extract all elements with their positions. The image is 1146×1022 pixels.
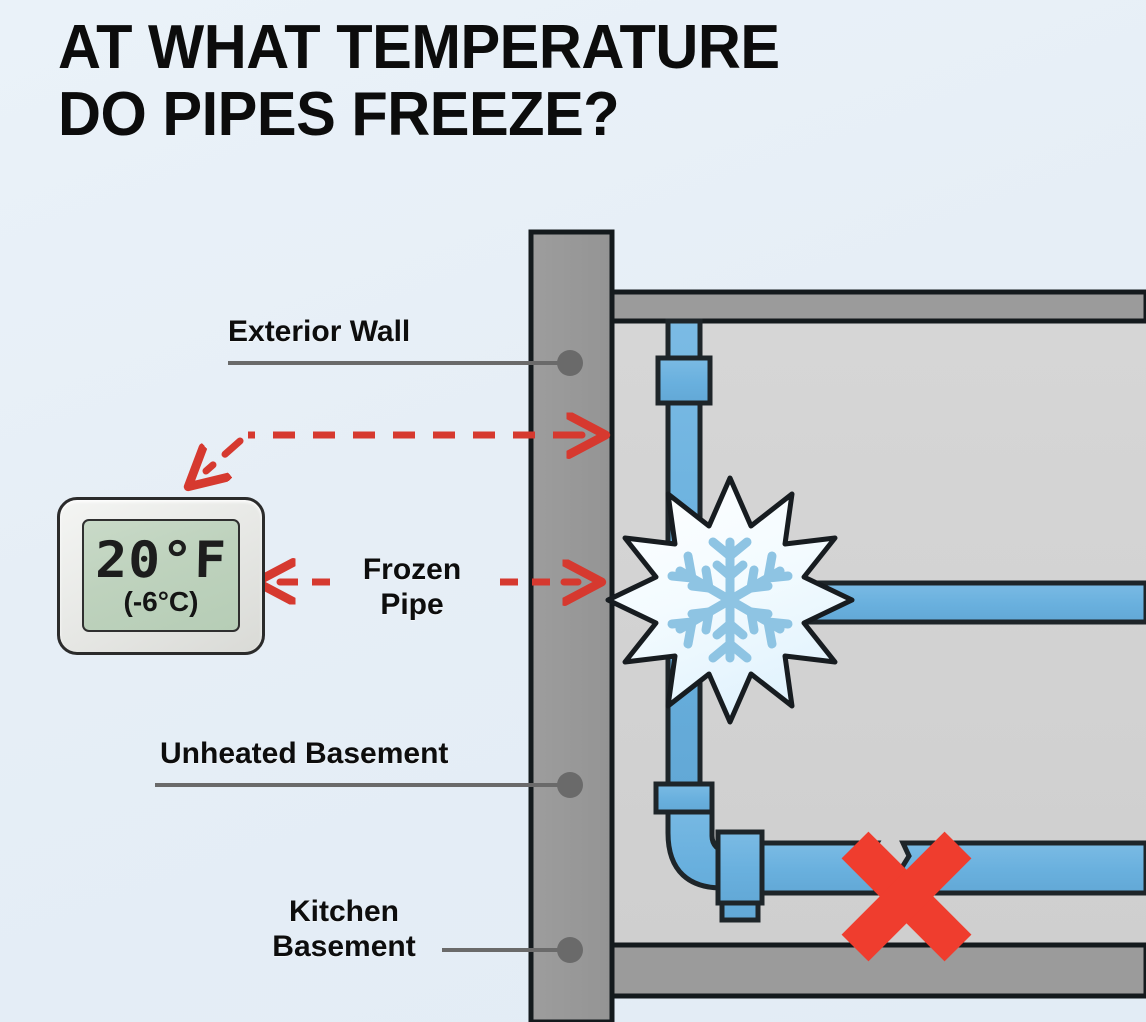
pipe-coupling-top — [655, 355, 713, 406]
kitchen-basement-line-1: Kitchen — [288, 895, 399, 928]
page-title: AT WHAT TEMPERATURE DO PIPES FREEZE? — [58, 14, 1018, 148]
pipe-coupling-bottom — [715, 829, 765, 906]
red-x-icon — [841, 831, 972, 962]
snowflake-icon — [667, 537, 793, 663]
callout-label-frozen-pipe: Frozen Pipe — [344, 553, 480, 623]
frozen-pipe-line-1: Frozen — [362, 553, 462, 586]
thermometer-celsius-reading: (-6°C) — [123, 585, 199, 617]
frozen-pipe-line-2: Pipe — [380, 587, 444, 621]
digital-thermometer: 20°F (-6°C) — [57, 497, 265, 655]
pipe-coupling-elbow — [653, 781, 715, 815]
callout-leader-lines — [155, 350, 583, 963]
callout-label-unheated-basement: Unheated Basement — [160, 737, 449, 770]
callout-label-exterior-wall: Exterior Wall — [228, 315, 411, 348]
callout-label-kitchen-basement: Kitchen Basement — [258, 895, 430, 965]
kitchen-basement-line-2: Basement — [272, 929, 416, 963]
thermometer-fahrenheit-reading: 20°F — [94, 530, 228, 589]
title-line-2: DO PIPES FREEZE? — [58, 80, 620, 149]
title-line-1: AT WHAT TEMPERATURE — [58, 13, 780, 82]
thermometer-bezel: 20°F (-6°C) — [57, 497, 265, 655]
dashed-arrow-wall-to-thermometer — [206, 435, 582, 471]
snowflake-burst-icon — [605, 475, 855, 725]
thermometer-lcd-screen: 20°F (-6°C) — [82, 519, 240, 632]
